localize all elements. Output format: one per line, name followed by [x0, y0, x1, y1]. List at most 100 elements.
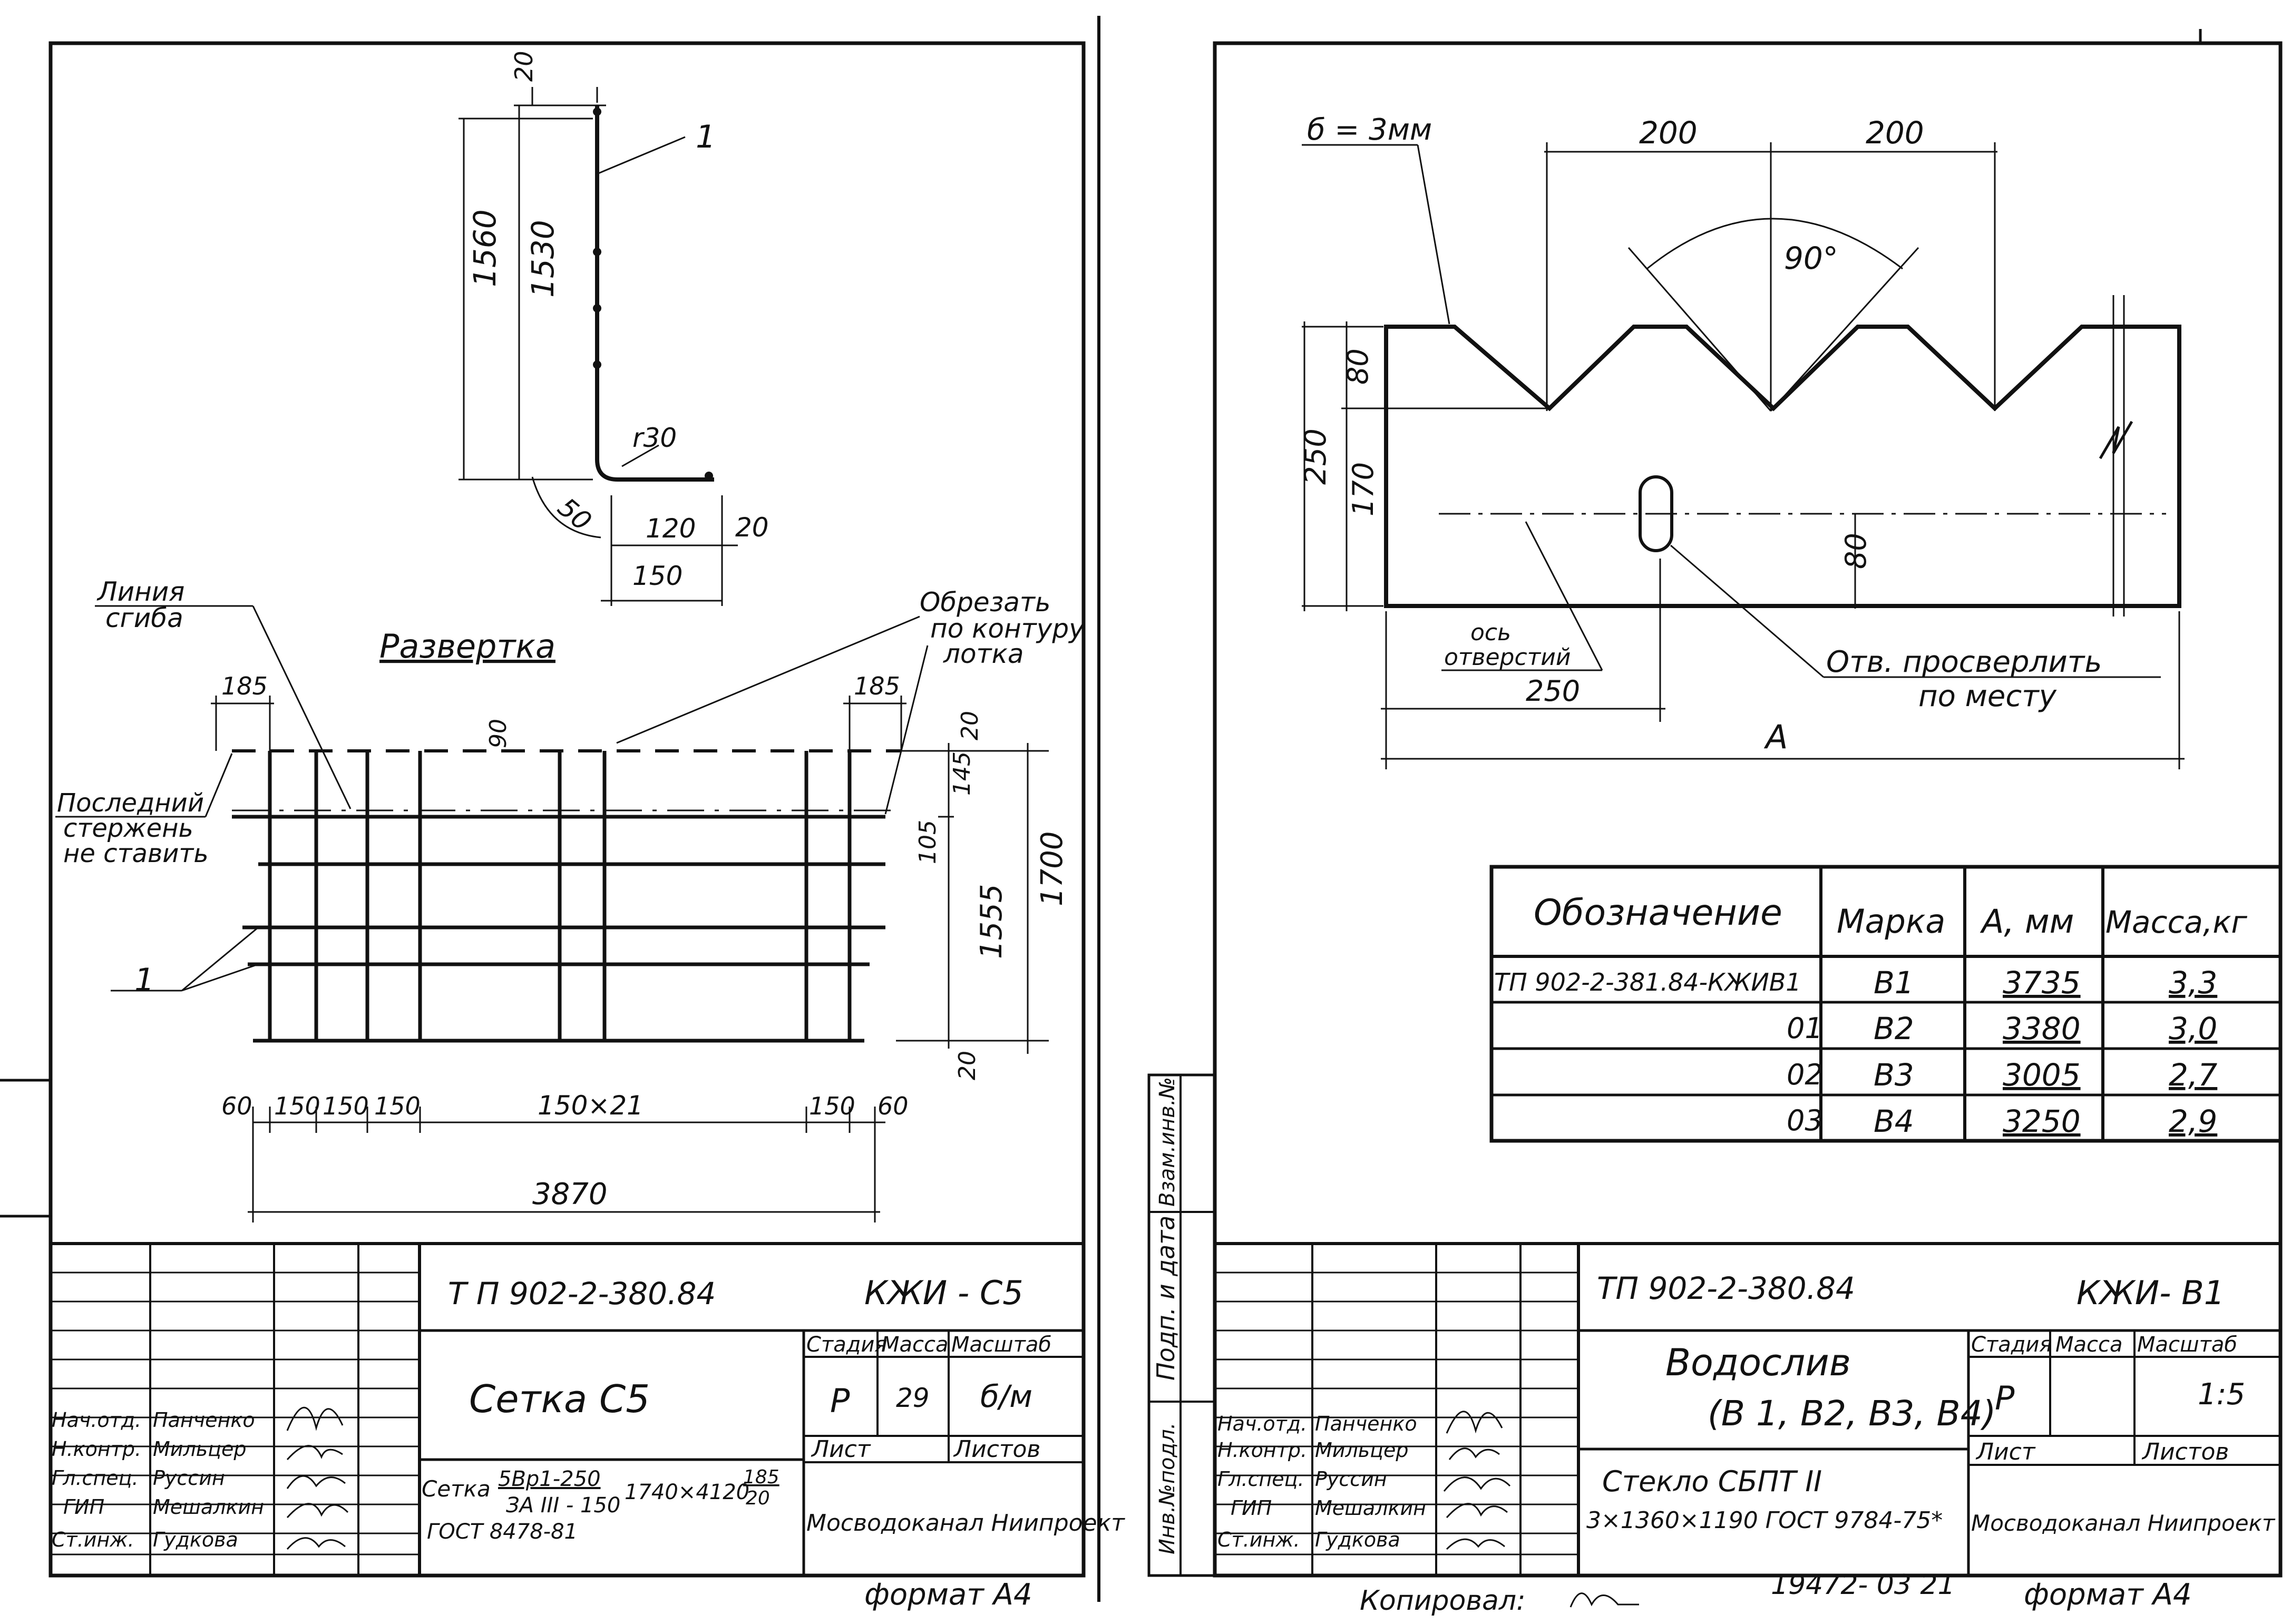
cut-note-1: Обрезать [920, 587, 1051, 618]
axis-note-1: ось [1470, 619, 1511, 646]
left-spec-1: Сетка [422, 1476, 491, 1502]
right-format: формат А4 [2024, 1578, 2192, 1612]
dim-20-top: 20 [510, 51, 538, 82]
left-doc-number: Т П 902-2-380.84 [448, 1276, 716, 1312]
left-org: Мосводоканал Ниипроект [806, 1510, 1125, 1537]
cell-r4-mark: В4 [1874, 1103, 1914, 1139]
left-role-5: Ст.инж. [52, 1528, 134, 1551]
cell-r1-a: 3735 [2003, 965, 2081, 1001]
stamp-replace: Взам.инв.№ [1155, 1077, 1179, 1207]
cell-r2-a: 3380 [2003, 1011, 2081, 1046]
left-doc-name: Сетка С5 [469, 1377, 650, 1421]
right-stage: Р [1995, 1379, 2015, 1417]
cell-r4-designation: 03 [1787, 1104, 1823, 1137]
cell-r3-a: 3005 [2003, 1057, 2081, 1093]
dim-150x21: 150×21 [538, 1090, 644, 1121]
stamp-sign: Подп. и дата [1152, 1216, 1180, 1381]
right-name-3: Руссин [1315, 1468, 1387, 1491]
left-stage: Р [830, 1382, 850, 1420]
left-scale-label: Масштаб [951, 1333, 1051, 1357]
bend-line-label-2: сгиба [105, 603, 183, 633]
right-role-3: Гл.спец. [1217, 1468, 1304, 1491]
dim-1700: 1700 [1035, 831, 1069, 906]
left-name-1: Панченко [153, 1408, 255, 1432]
left-spec-7: ГОСТ 8478-81 [427, 1520, 578, 1544]
dim-200-b: 200 [1866, 115, 1924, 151]
left-name-5: Гудкова [153, 1528, 238, 1551]
left-role-3: Гл.спец. [52, 1466, 139, 1490]
dim-80-side: 80 [1341, 348, 1374, 385]
left-sheet: 20 1560 1530 1 r30 50 120 20 150 Разверт… [0, 16, 1125, 1612]
signature-1 [286, 1406, 344, 1431]
unfold-title: Развертка [379, 627, 555, 666]
cell-r1-designation: ТП 902-2-381.84-КЖИВ1 [1494, 968, 1801, 996]
dim-r30: r30 [632, 423, 677, 453]
left-name-4: Мешалкин [153, 1495, 264, 1519]
dim-200-a: 200 [1639, 115, 1698, 151]
cell-r4-a: 3250 [2003, 1103, 2081, 1139]
dim-120: 120 [646, 513, 696, 544]
copied-note: Копировал: [1360, 1585, 1526, 1617]
dim-3870: 3870 [532, 1177, 608, 1211]
right-org: Мосводоканал Ниипроект [1971, 1510, 2276, 1536]
left-spec-3: ЗА III - 150 [506, 1493, 620, 1518]
weir-plate: б = 3мм 200 200 90° 250 80 170 8 [1299, 113, 2185, 769]
left-spec-4: 1740×4120 [625, 1480, 749, 1504]
cell-r1-mass: 3,3 [2169, 965, 2217, 1001]
signature-r2 [1448, 1447, 1500, 1460]
dim-250-side: 250 [1299, 428, 1333, 485]
left-name-3: Руссин [153, 1466, 225, 1490]
left-name-2: Мильцер [153, 1437, 247, 1461]
cell-r3-mark: В3 [1874, 1057, 1914, 1093]
right-scale-label: Масштаб [2137, 1333, 2237, 1357]
callout-1-mesh: 1 [134, 962, 154, 999]
right-title-block: ТП 902-2-380.84 КЖИ- В1 Водослив (В 1, В… [1213, 1242, 2282, 1577]
left-sheets-label: Листов [953, 1436, 1040, 1463]
weir-outline [1384, 325, 2181, 608]
left-role-4: ГИП [63, 1495, 104, 1519]
dim-1560: 1560 [467, 209, 503, 287]
left-spec-5: 185 [743, 1466, 779, 1488]
right-doc-number: ТП 902-2-380.84 [1597, 1270, 1855, 1306]
dim-150-b: 150 [323, 1092, 369, 1120]
copied-signature [1569, 1592, 1639, 1608]
signature-r5 [1446, 1538, 1505, 1550]
left-spec-6: 20 [746, 1488, 770, 1509]
dim-1530: 1530 [525, 220, 561, 298]
dim-50: 50 [552, 492, 597, 536]
dim-145: 145 [949, 751, 976, 796]
dim-185-left: 185 [221, 672, 268, 700]
code-footer: 19472- 03 21 [1771, 1569, 1955, 1601]
th-a: А, мм [1980, 902, 2074, 941]
right-role-4: ГИП [1231, 1496, 1272, 1520]
right-name-5: Гудкова [1315, 1528, 1400, 1551]
dim-60-left: 60 [221, 1092, 252, 1120]
right-doc-code: КЖИ- В1 [2076, 1274, 2225, 1312]
last-bar-note-1: Последний [57, 788, 204, 818]
dim-150-a: 150 [274, 1092, 320, 1120]
dim-150-d: 150 [809, 1092, 855, 1120]
dim-250-bottom: 250 [1526, 674, 1580, 708]
dim-20-mesh: 20 [957, 711, 983, 740]
right-doc-name-2: (В 1, В2, В3, В4) [1708, 1393, 1996, 1434]
signature-r1 [1446, 1411, 1503, 1434]
weir-thickness: б = 3мм [1307, 113, 1432, 147]
right-role-1: Нач.отд. [1217, 1412, 1307, 1435]
left-mass: 29 [896, 1383, 930, 1413]
right-role-2: Н.контр. [1217, 1439, 1307, 1462]
right-stage-label: Стадия [1971, 1333, 2052, 1357]
right-name-4: Мешалкин [1315, 1496, 1426, 1520]
left-mass-label: Масса [881, 1333, 949, 1357]
stamp-inv: Инв.№подл. [1155, 1422, 1179, 1554]
left-stage-label: Стадия [806, 1333, 887, 1357]
dim-185-right: 185 [854, 672, 900, 700]
right-scale: 1:5 [2198, 1377, 2245, 1412]
dim-1555: 1555 [974, 884, 1009, 959]
side-stamp: Инв.№подл. Подп. и дата Взам.инв.№ [1147, 1073, 1216, 1577]
dim-20-mesh-bottom: 20 [954, 1051, 981, 1080]
dim-170-side: 170 [1347, 462, 1380, 516]
th-mass: Масса,кг [2105, 904, 2247, 940]
dim-20-right: 20 [735, 512, 769, 543]
axis-note-2: отверстий [1444, 644, 1571, 671]
